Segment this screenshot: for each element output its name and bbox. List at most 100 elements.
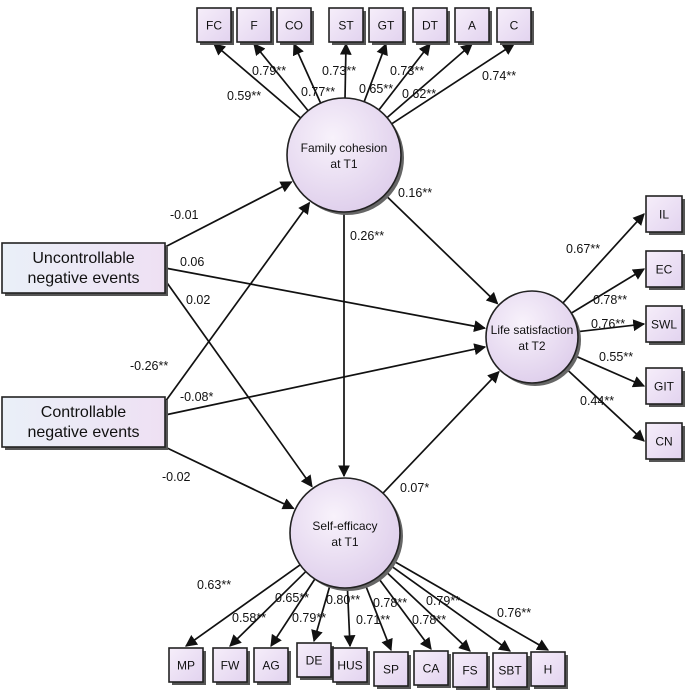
loading-arrow-self-8 — [389, 564, 511, 652]
indicator-family-4-box — [368, 7, 404, 43]
latent-life-satisfaction-label-1: at T2 — [518, 339, 545, 353]
loading-arrow-life-3 — [573, 354, 646, 388]
loading-self-0: 0.63** — [197, 578, 231, 592]
coef-family-self: 0.26** — [350, 229, 384, 243]
loading-arrow-family-3 — [339, 42, 352, 99]
exogenous-controllable: Controllable negative events — [1, 396, 168, 450]
indicator-family-2: CO — [276, 7, 314, 45]
loading-arrow-life-0 — [562, 213, 645, 304]
coef-controllable-life: -0.08* — [180, 390, 213, 404]
indicator-self-7-label: FS — [462, 664, 477, 678]
indicator-family-6-label: A — [468, 19, 476, 33]
indicator-family-0-box — [196, 7, 232, 43]
loading-family-1: 0.79** — [252, 64, 286, 78]
indicator-family-6: A — [454, 7, 492, 45]
indicator-life-4-box — [645, 422, 683, 460]
indicator-family-4-label: GT — [378, 19, 395, 33]
loading-arrow-self-3 — [311, 585, 331, 643]
loading-arrow-life-1 — [570, 268, 646, 314]
loading-arrow-self-1 — [229, 570, 307, 647]
indicator-life-1: EC — [645, 250, 685, 290]
loading-self-9: 0.76** — [497, 606, 531, 620]
loading-self-7: 0.78** — [412, 613, 446, 627]
indicator-self-3-box — [296, 642, 332, 678]
indicator-family-2-label: CO — [285, 19, 303, 33]
indicator-family-3-label: ST — [338, 19, 354, 33]
indicator-family-0-label: FC — [206, 19, 222, 33]
coef-controllable-self: -0.02 — [162, 470, 191, 484]
loading-arrow-life-4 — [565, 367, 645, 442]
loading-family-0: 0.59** — [227, 89, 261, 103]
indicator-self-2-box — [253, 647, 289, 683]
loading-family-6: 0.62** — [402, 87, 436, 101]
loading-arrow-family-2 — [292, 42, 322, 104]
path-uncontrollable-family — [164, 181, 293, 248]
loading-arrow-self-0 — [185, 564, 301, 647]
indicator-self-5-label: SP — [383, 663, 399, 677]
loading-self-6: 0.78** — [373, 596, 407, 610]
indicator-life-3: GIT — [645, 367, 685, 407]
indicator-self-9-box — [530, 651, 566, 687]
indicator-life-1-box — [645, 250, 683, 288]
loading-arrow-self-4 — [343, 587, 356, 648]
latent-family-cohesion-circle — [286, 97, 402, 213]
loading-life-2: 0.76** — [591, 317, 625, 331]
indicator-self-4: HUS — [332, 647, 370, 685]
loading-arrow-family-1 — [253, 43, 309, 112]
exogenous-controllable-label-0: Controllable — [41, 404, 126, 421]
indicator-self-0-label: MP — [177, 659, 195, 673]
coefficient-labels: 0.59**0.79**0.77**0.73**0.65**0.73**0.62… — [130, 64, 633, 627]
indicator-self-1-box — [212, 647, 248, 683]
latent-self-efficacy: Self-efficacy at T1 — [289, 477, 403, 591]
latent-life-satisfaction-label-0: Life satisfaction — [491, 323, 574, 337]
loading-arrow-family-0 — [213, 43, 302, 119]
indicator-family-3: ST — [328, 7, 366, 45]
path-controllable-life — [164, 343, 487, 416]
indicator-self-0: MP — [168, 647, 206, 685]
indicator-life-3-box — [645, 367, 683, 405]
loading-family-7: 0.74** — [482, 69, 516, 83]
coef-family-life: 0.16** — [398, 186, 432, 200]
indicator-family-7: C — [496, 7, 534, 45]
indicator-self-6-box — [413, 650, 449, 686]
loading-family-4: 0.65** — [359, 82, 393, 96]
exogenous-uncontrollable-label-1: negative events — [27, 270, 139, 287]
loading-arrow-self-5 — [364, 583, 393, 652]
coef-uncontrollable-self: 0.02 — [186, 293, 210, 307]
loading-arrow-self-2 — [270, 578, 316, 647]
indicator-life-4: CN — [645, 422, 685, 462]
indicator-self-8: SBT — [492, 652, 530, 690]
indicator-self-4-label: HUS — [337, 659, 362, 673]
indicator-self-4-box — [332, 647, 368, 683]
exogenous-controllable-label-1: negative events — [27, 424, 139, 441]
indicator-life-0: IL — [645, 195, 685, 235]
indicator-self-3: DE — [296, 642, 334, 680]
indicator-family-2-box — [276, 7, 312, 43]
indicator-family-5: DT — [412, 7, 450, 45]
loading-life-1: 0.78** — [593, 293, 627, 307]
loading-family-3: 0.73** — [322, 64, 356, 78]
coef-uncontrollable-family: -0.01 — [170, 208, 199, 222]
structural-paths — [164, 181, 500, 510]
latent-self-efficacy-label-0: Self-efficacy — [312, 519, 377, 533]
indicator-life-0-box — [645, 195, 683, 233]
indicator-self-6: CA — [413, 650, 451, 688]
loading-self-2: 0.65** — [275, 591, 309, 605]
indicator-family-5-label: DT — [422, 19, 439, 33]
coef-controllable-family: -0.26** — [130, 359, 168, 373]
loading-arrows — [185, 42, 646, 652]
path-uncontrollable-self — [164, 279, 313, 488]
indicator-life-4-label: CN — [655, 435, 672, 449]
indicator-family-3-box — [328, 7, 364, 43]
indicator-self-9: H — [530, 651, 568, 689]
path-uncontrollable-life — [164, 267, 486, 332]
latent-self-efficacy-label-1: at T1 — [331, 535, 358, 549]
path-controllable-self — [164, 446, 295, 510]
indicator-life-3-label: GIT — [654, 380, 675, 394]
indicator-life-0-label: IL — [659, 208, 669, 222]
indicator-family-0: FC — [196, 7, 234, 45]
